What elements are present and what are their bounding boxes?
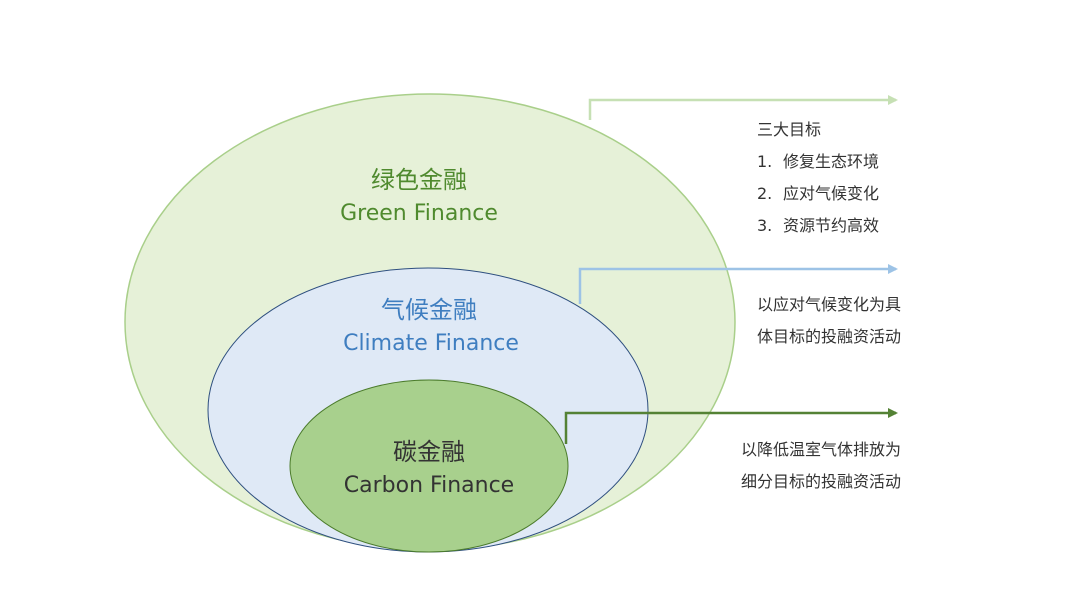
climate-finance-label-cn: 气候金融 xyxy=(381,296,477,324)
goal-item-text: 应对气候变化 xyxy=(783,184,880,203)
climate-note-line: 体目标的投融资活动 xyxy=(757,327,902,346)
carbon-note-line: 以降低温室气体排放为 xyxy=(741,440,902,459)
goal-item: 1. 修复生态环境 xyxy=(757,146,879,178)
climate-note-line: 以应对气候变化为具 xyxy=(757,295,902,314)
goal-item-number: 3. xyxy=(757,216,773,235)
goals-annotation: 三大目标 1. 修复生态环境 2. 应对气候变化 3. 资源节约高效 xyxy=(757,114,879,242)
goal-item: 2. 应对气候变化 xyxy=(757,178,879,210)
carbon-finance-ellipse xyxy=(289,379,569,553)
goals-heading: 三大目标 xyxy=(757,120,822,139)
climate-finance-label-en: Climate Finance xyxy=(343,331,519,356)
goal-item-number: 1. xyxy=(757,152,773,171)
goal-item-text: 修复生态环境 xyxy=(783,152,880,171)
green-finance-label-en: Green Finance xyxy=(340,201,498,226)
carbon-note-line: 细分目标的投融资活动 xyxy=(741,472,902,491)
goal-item-number: 2. xyxy=(757,184,773,203)
climate-finance-annotation: 以应对气候变化为具 体目标的投融资活动 xyxy=(757,289,901,353)
carbon-finance-annotation: 以降低温室气体排放为 细分目标的投融资活动 xyxy=(741,434,901,498)
carbon-finance-label-en: Carbon Finance xyxy=(344,473,514,498)
carbon-finance-connector-arrow xyxy=(564,408,898,444)
goal-item: 3. 资源节约高效 xyxy=(757,210,879,242)
carbon-finance-label-cn: 碳金融 xyxy=(393,438,465,466)
climate-finance-connector-arrow xyxy=(578,264,898,304)
green-finance-connector-arrow xyxy=(588,95,898,120)
goal-item-text: 资源节约高效 xyxy=(783,216,880,235)
green-finance-label-cn: 绿色金融 xyxy=(371,166,467,194)
